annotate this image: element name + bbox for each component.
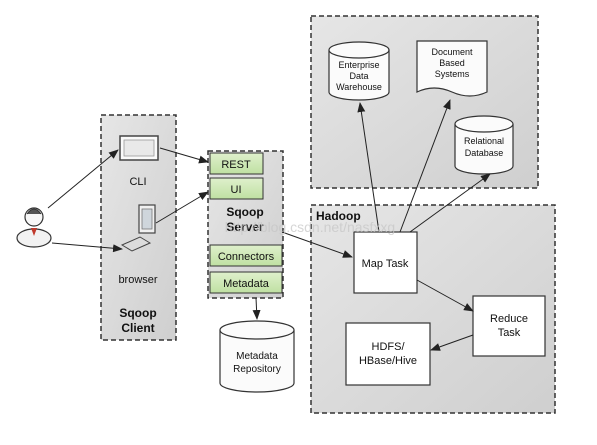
watermark: http://blog.csdn.net/nasfxxg: [225, 219, 395, 235]
svg-text:HBase/Hive: HBase/Hive: [359, 355, 417, 367]
document-based-systems: Document Based Systems: [416, 40, 488, 97]
hadoop-title: Hadoop: [316, 209, 361, 223]
arrow-connectors-to-map: [281, 231, 353, 258]
svg-text:Systems: Systems: [435, 69, 470, 79]
arrow-map-to-docs: [399, 99, 451, 233]
cli-label: CLI: [129, 176, 146, 188]
svg-text:Map Task: Map Task: [362, 258, 409, 270]
arrow-cli-to-rest: [159, 147, 209, 164]
svg-text:Warehouse: Warehouse: [336, 82, 382, 92]
sqoop-server-title-line2: Server: [226, 220, 264, 234]
arrow-user-to-cli: [47, 149, 119, 209]
user-icon: [16, 207, 52, 248]
svg-text:REST: REST: [221, 159, 251, 171]
arrow-user-to-browser: [51, 242, 123, 253]
reduce-task: Reduce Task: [472, 295, 546, 357]
ui-component: UI: [209, 177, 264, 200]
arrow-server-to-repository: [252, 297, 261, 320]
svg-text:Connectors: Connectors: [218, 251, 275, 263]
svg-text:Task: Task: [498, 327, 521, 339]
sqoop-client-title-line1: Sqoop: [119, 306, 156, 320]
sqoop-client-title-line2: Client: [121, 321, 154, 335]
svg-text:Document: Document: [431, 47, 473, 57]
browser-label: browser: [118, 274, 157, 286]
metadata-repository: Metadata Repository: [219, 320, 295, 393]
svg-text:Reduce: Reduce: [490, 313, 528, 325]
sqoop-server-title-line1: Sqoop: [226, 205, 263, 219]
svg-text:Based: Based: [439, 58, 465, 68]
svg-text:Enterprise: Enterprise: [338, 60, 379, 70]
arrow-browser-to-ui: [155, 191, 209, 224]
arrow-reduce-to-hdfs: [430, 334, 474, 351]
relational-database: Relational Database: [454, 115, 514, 175]
svg-text:Metadata: Metadata: [236, 351, 278, 362]
svg-text:Data: Data: [349, 71, 368, 81]
map-task: Map Task: [353, 231, 418, 294]
svg-text:Relational: Relational: [464, 136, 504, 146]
rest-component: REST: [209, 152, 264, 175]
enterprise-data-warehouse: Enterprise Data Warehouse: [328, 41, 390, 101]
svg-text:HDFS/: HDFS/: [372, 341, 406, 353]
arrow-map-to-reduce: [416, 279, 474, 312]
computer-icon: [120, 204, 156, 252]
arrow-map-to-edw: [357, 102, 380, 233]
svg-text:Repository: Repository: [233, 364, 281, 375]
svg-text:Metadata: Metadata: [223, 278, 270, 290]
svg-text:Database: Database: [465, 148, 504, 158]
hdfs-hbase-hive: HDFS/ HBase/Hive: [345, 322, 431, 386]
monitor-icon: [119, 135, 159, 161]
arrow-map-to-rdb: [409, 173, 491, 233]
svg-text:UI: UI: [231, 184, 242, 196]
connectors-component: Connectors: [209, 244, 283, 267]
metadata-component: Metadata: [209, 271, 283, 294]
